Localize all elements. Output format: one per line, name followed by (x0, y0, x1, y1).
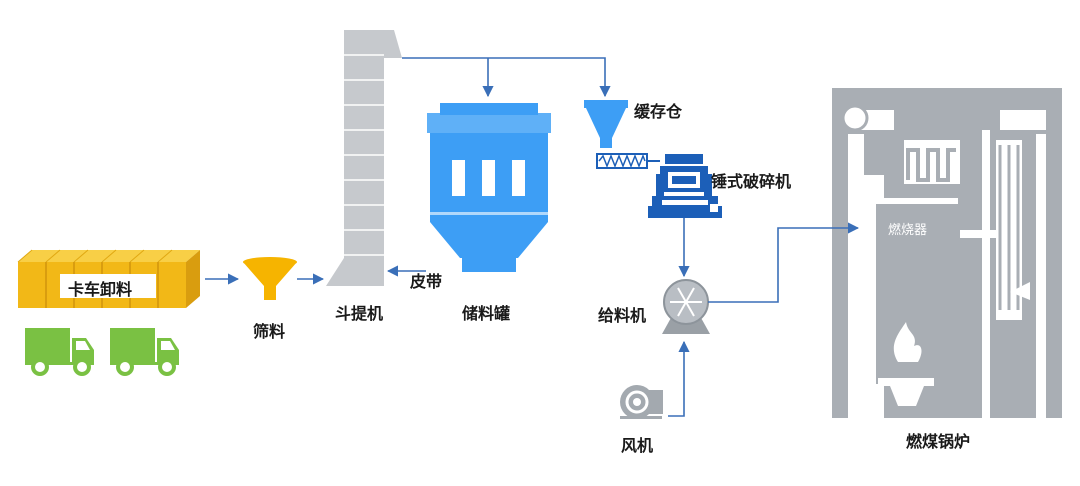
coal-boiler (832, 88, 1062, 418)
bucket-elevator (326, 30, 402, 286)
truck-unload-label: 卡车卸料 (68, 280, 133, 299)
bucket-elevator-label: 斗提机 (335, 304, 384, 323)
truck-icon (25, 328, 94, 376)
fan-icon (620, 385, 663, 419)
belt-label: 皮带 (410, 272, 443, 291)
storage-tank-label: 储料罐 (462, 304, 511, 323)
hammer-crusher-label: 锤式破碎机 (711, 172, 792, 191)
screening-label: 筛料 (253, 322, 286, 341)
fan-label: 风机 (621, 436, 654, 455)
screw-conveyor (596, 153, 660, 169)
feeder-label: 给料机 (598, 306, 647, 325)
buffer-bin-label: 缓存仓 (634, 102, 683, 121)
flow-arrows (205, 57, 860, 417)
coal-boiler-label: 燃煤锅炉 (906, 432, 971, 451)
feeder (662, 279, 710, 334)
truck-icon (110, 328, 179, 376)
funnel-icon (243, 257, 297, 300)
burner-label: 燃烧器 (888, 223, 928, 238)
storage-tank (427, 103, 551, 272)
hammer-crusher (648, 154, 722, 218)
crate-stack (17, 249, 200, 308)
buffer-bin (584, 100, 628, 148)
